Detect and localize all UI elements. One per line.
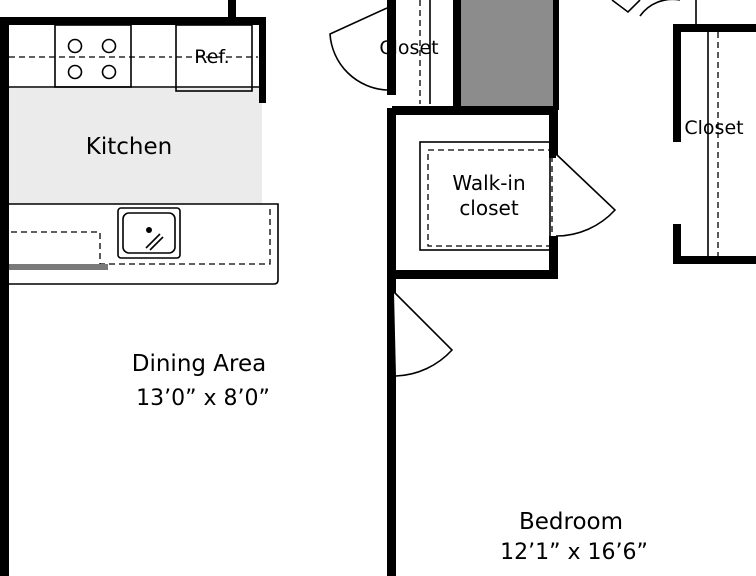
closet-door-upper-left[interactable] xyxy=(329,7,388,91)
dining-size: 13’0” x 8’0” xyxy=(136,386,270,411)
closet-upper-left-label: Closet xyxy=(379,37,438,59)
kitchen-upper-counter xyxy=(9,24,262,88)
dining-bedroom-door[interactable] xyxy=(393,291,454,377)
top-right-door[interactable] xyxy=(611,0,680,17)
kitchen-lower-counter xyxy=(9,203,279,285)
kitchen-floor xyxy=(8,88,262,204)
kitchen-label: Kitchen xyxy=(86,134,172,160)
sink xyxy=(117,207,181,259)
walkin-label-line1: Walk-in xyxy=(452,171,525,195)
stove xyxy=(67,38,117,80)
bedroom-label: Bedroom xyxy=(519,509,623,535)
closet-right-label: Closet xyxy=(684,117,743,139)
utility-shaft xyxy=(461,0,555,106)
refrigerator: Ref. xyxy=(175,24,258,92)
walkin-closet-door[interactable] xyxy=(555,153,617,237)
bedroom-size: 12’1” x 16’6” xyxy=(500,540,648,565)
counter-strip xyxy=(9,264,108,270)
dining-label: Dining Area xyxy=(132,351,267,377)
closet-shelves xyxy=(419,0,719,256)
walkin-label-line2: closet xyxy=(459,196,519,220)
ref-label: Ref. xyxy=(194,46,229,68)
